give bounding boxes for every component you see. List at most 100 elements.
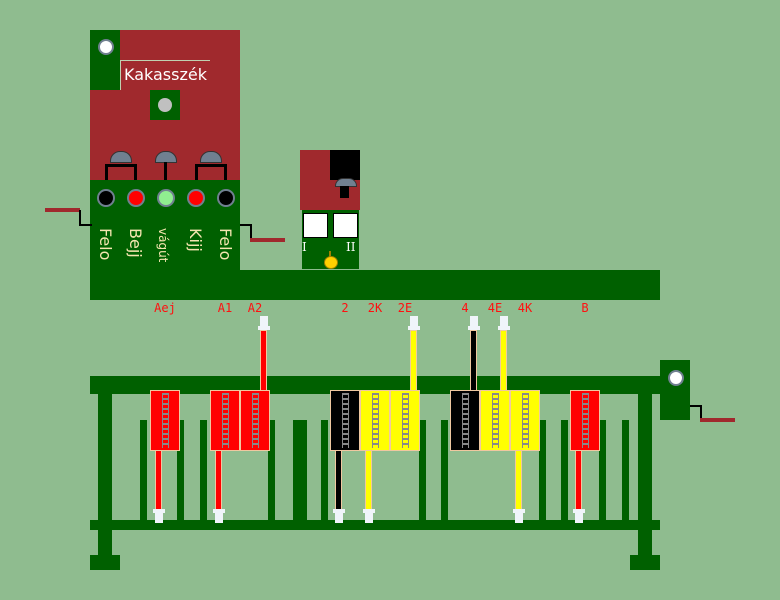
lever-label: 2: [341, 301, 349, 315]
lever-block[interactable]: [390, 390, 420, 451]
lever-handle[interactable]: [365, 513, 373, 523]
frame-finger: [200, 420, 207, 520]
frame-finger: [419, 420, 426, 520]
frame-top-bar: [90, 376, 660, 394]
lever-rod: [260, 330, 267, 391]
title-underline: [120, 60, 210, 61]
lever-label: 2K: [367, 301, 383, 315]
frame-finger: [321, 420, 328, 520]
lever-rod: [215, 450, 222, 510]
lever-block[interactable]: [360, 390, 390, 451]
semaphore-bracket: [105, 164, 137, 183]
lever-block[interactable]: [510, 390, 540, 451]
semaphore-icon: [200, 151, 222, 163]
lever-block[interactable]: [150, 390, 180, 451]
frame-right-foot: [630, 555, 660, 570]
lever-handle-cap: [333, 509, 345, 513]
station-name: Kakasszék: [124, 65, 207, 84]
lever-handle[interactable]: [500, 316, 508, 326]
lever-chain: [342, 393, 349, 448]
lever-rod: [335, 450, 342, 510]
frame-finger: [293, 420, 307, 520]
lever-block[interactable]: [240, 390, 270, 451]
station-button[interactable]: [150, 90, 180, 120]
lever-handle-cap: [363, 509, 375, 513]
wire-end: [690, 405, 702, 421]
lever-label: 4: [461, 301, 469, 315]
indicator-lamp: [127, 189, 145, 207]
block-label-2: II: [346, 240, 356, 254]
frame-finger: [539, 420, 546, 520]
title-side-line: [120, 60, 121, 90]
block-button-2[interactable]: [333, 213, 358, 238]
panel-label: Bejj: [126, 228, 145, 258]
track-right: [250, 238, 285, 242]
frame-finger: [441, 420, 448, 520]
lever-block[interactable]: [450, 390, 480, 451]
block-black-field: [330, 150, 360, 180]
lever-handle[interactable]: [575, 513, 583, 523]
lever-handle-cap: [513, 509, 525, 513]
lever-block[interactable]: [570, 390, 600, 451]
block-label-1: I: [302, 240, 307, 254]
lever-handle[interactable]: [215, 513, 223, 523]
lever-handle[interactable]: [470, 316, 478, 326]
semaphore-post: [164, 162, 167, 180]
lever-handle-cap: [468, 326, 480, 330]
lever-label: 4E: [487, 301, 503, 315]
lever-chain: [222, 393, 229, 448]
lever-handle[interactable]: [260, 316, 268, 326]
lever-label: B: [581, 301, 589, 315]
lever-block[interactable]: [210, 390, 240, 451]
lever-rod: [365, 450, 372, 510]
lever-handle[interactable]: [410, 316, 418, 326]
track-left: [45, 208, 80, 212]
station-indicator-lamp[interactable]: [98, 39, 114, 55]
block-button-1[interactable]: [303, 213, 328, 238]
frame-finger: [140, 420, 147, 520]
lever-label: 2E: [397, 301, 413, 315]
lever-label: Aej: [154, 301, 176, 315]
lever-handle[interactable]: [335, 513, 343, 523]
lever-handle-cap: [408, 326, 420, 330]
lever-chain: [402, 393, 409, 448]
frame-left-post: [98, 376, 112, 566]
indicator-lamp: [187, 189, 205, 207]
frame-finger: [599, 420, 606, 520]
track-end: [700, 418, 735, 422]
lever-rod: [575, 450, 582, 510]
lever-label: A2: [247, 301, 263, 315]
lever-block[interactable]: [480, 390, 510, 451]
indicator-lamp: [157, 189, 175, 207]
frame-finger: [622, 420, 629, 520]
frame-finger: [177, 420, 184, 520]
key-icon[interactable]: [324, 256, 338, 269]
panel-label: Felo: [216, 228, 235, 261]
lever-rod: [515, 450, 522, 510]
lever-chain: [252, 393, 259, 448]
lever-rod: [155, 450, 162, 510]
indicator-lamp: [97, 189, 115, 207]
key-stem: [329, 251, 331, 257]
frame-bottom-rail: [90, 520, 660, 530]
lever-handle[interactable]: [155, 513, 163, 523]
lever-chain: [522, 393, 529, 448]
frame-finger: [561, 420, 568, 520]
semaphore-bracket: [195, 164, 227, 183]
main-bar: [90, 270, 660, 300]
lever-label: 4K: [517, 301, 533, 315]
lever-rod: [470, 330, 477, 391]
lever-chain: [162, 393, 169, 448]
semaphore-icon: [110, 151, 132, 163]
end-indicator-lamp[interactable]: [668, 370, 684, 386]
panel-label: vágút: [156, 228, 170, 263]
wire-left: [79, 210, 92, 226]
lever-block[interactable]: [330, 390, 360, 451]
block-signal-post: [340, 186, 349, 198]
lever-handle-cap: [498, 326, 510, 330]
lever-chain: [462, 393, 469, 448]
lever-handle-cap: [258, 326, 270, 330]
lever-chain: [492, 393, 499, 448]
lever-rod: [410, 330, 417, 391]
lever-handle[interactable]: [515, 513, 523, 523]
